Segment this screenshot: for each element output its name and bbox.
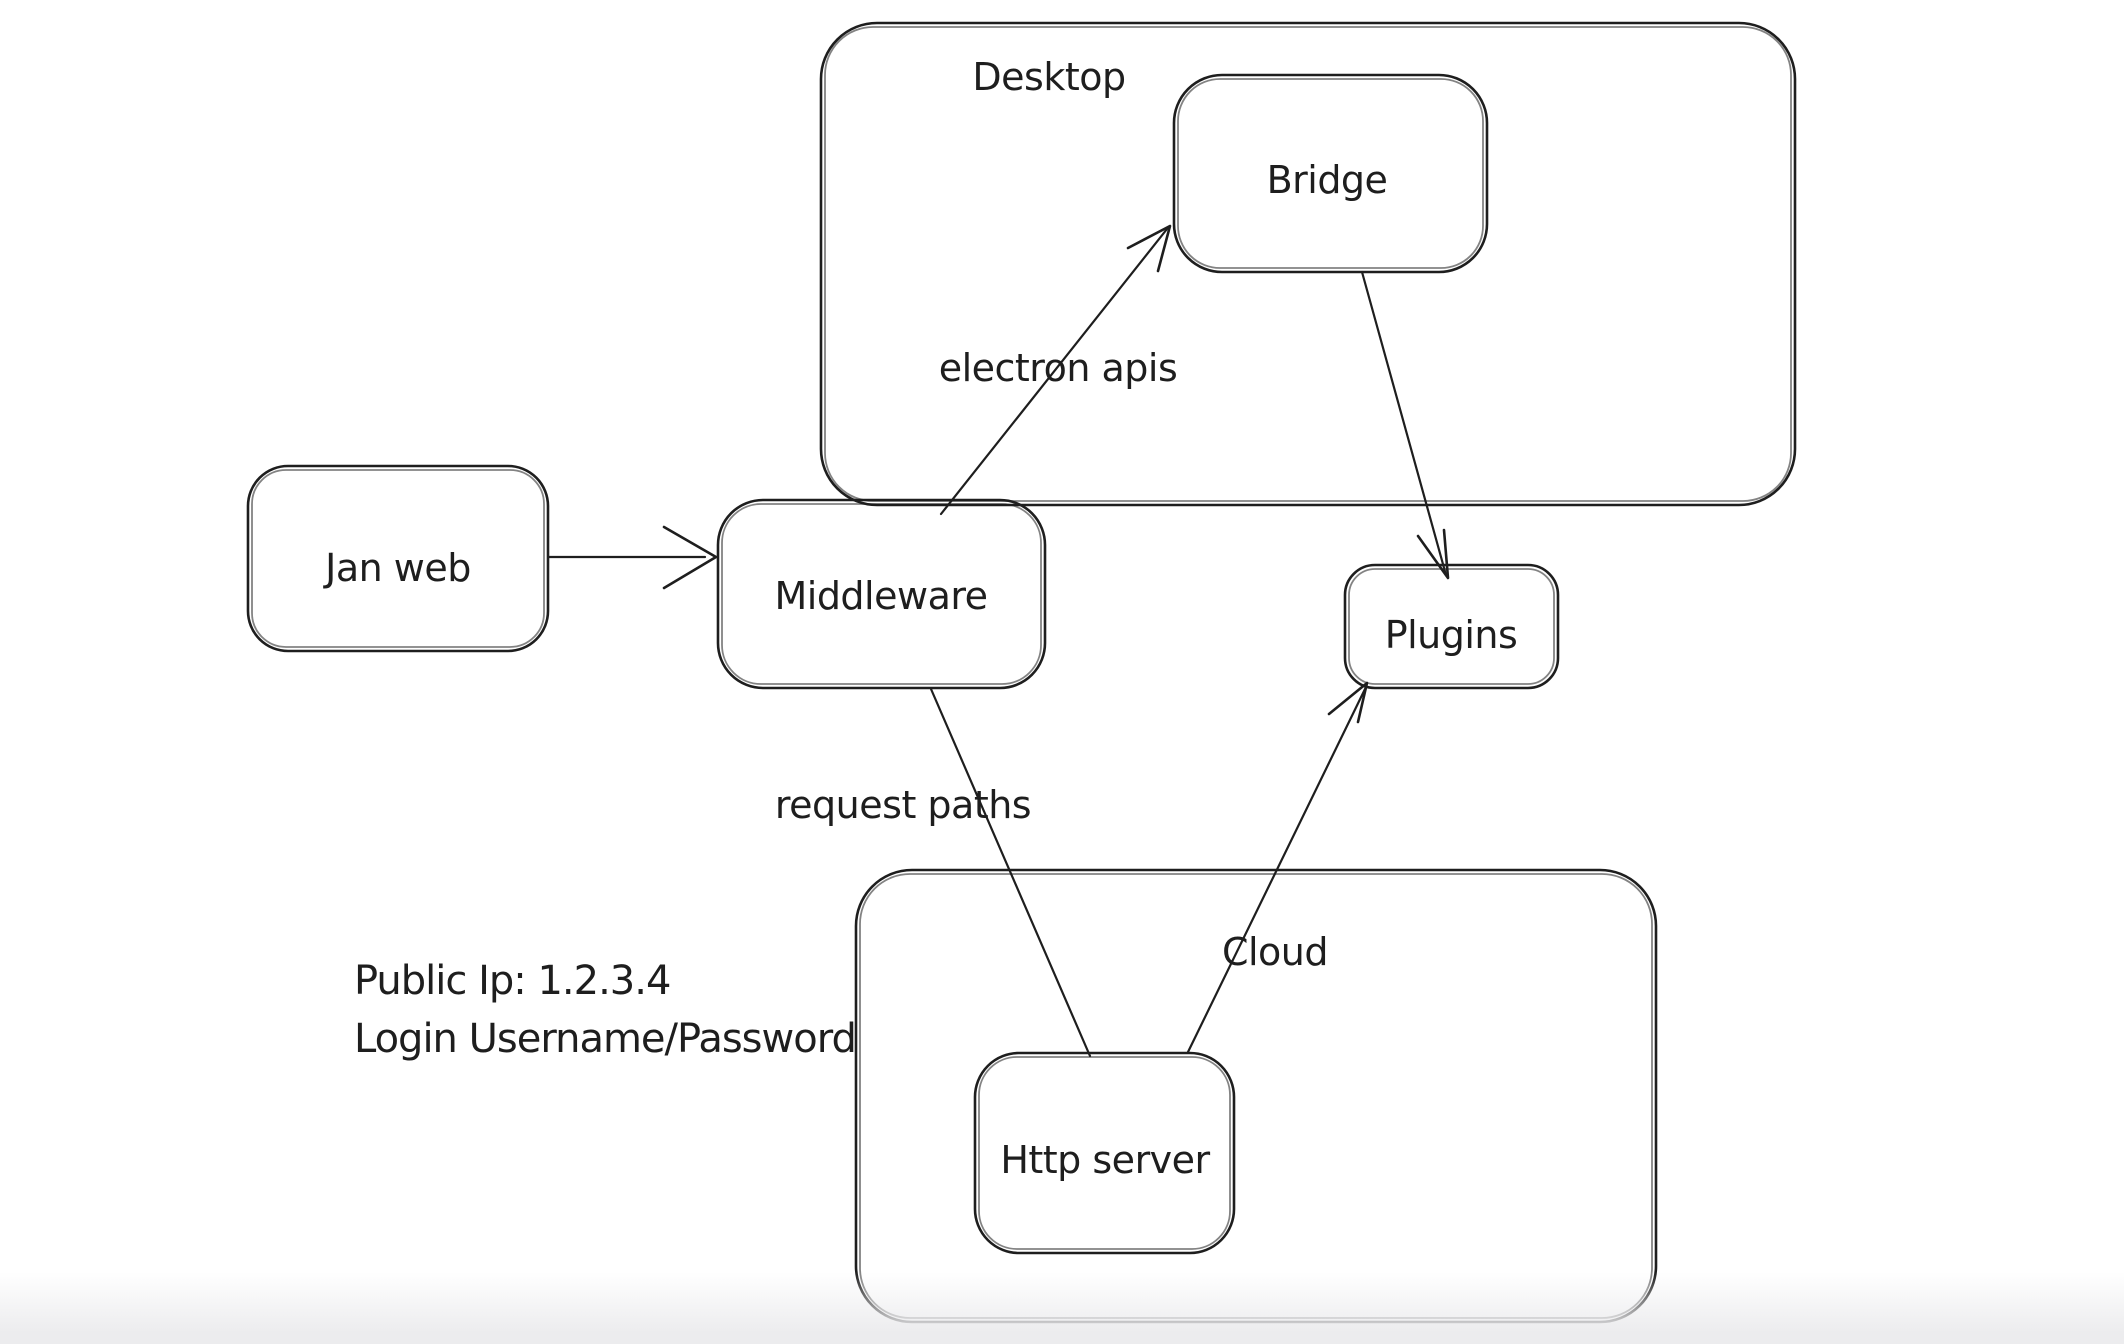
node-bridge: [1172, 73, 1489, 274]
plugins-box-sketch: [1348, 568, 1555, 685]
edge-middleware-to-bridge: [939, 224, 1172, 516]
edge-janweb-to-middleware: [547, 525, 718, 590]
middleware-label: Middleware: [774, 574, 987, 618]
jan-web-label: Jan web: [323, 546, 471, 590]
http-server-box-sketch: [978, 1056, 1231, 1250]
edge-electron-apis-shaft: [939, 227, 1169, 516]
plugins-box: [1343, 563, 1560, 690]
edge-label-request-paths: request paths: [775, 783, 1031, 827]
arrowhead-into-bridge: [1126, 224, 1172, 273]
cloud-container-label: Cloud: [1222, 930, 1328, 974]
node-plugins: [1343, 563, 1560, 690]
arrowhead-into-middleware: [662, 525, 718, 590]
container-desktop: [819, 21, 1797, 507]
bridge-box-sketch: [1177, 78, 1484, 269]
edge-bridge-to-plugins: [1360, 270, 1450, 580]
note-public-ip: Public Ip: 1.2.3.4: [354, 958, 670, 1004]
edge-httpserver-to-plugins: [1186, 681, 1369, 1054]
desktop-container-label: Desktop: [972, 55, 1125, 99]
desktop-container-box: [819, 21, 1797, 507]
bridge-label: Bridge: [1267, 158, 1388, 202]
http-server-label: Http server: [1000, 1138, 1210, 1182]
jan-web-box-sketch: [251, 469, 545, 648]
arrowhead-into-plugins-bottom: [1327, 681, 1369, 724]
node-jan-web: [246, 464, 550, 653]
http-server-box: [973, 1051, 1236, 1255]
middleware-box: [716, 498, 1047, 690]
desktop-container-box-sketch: [824, 26, 1792, 502]
edge-request-paths-shaft: [929, 687, 1092, 1058]
jan-web-box: [246, 464, 550, 653]
middleware-box-sketch: [721, 503, 1042, 685]
node-http-server: [973, 1051, 1236, 1255]
edge-bridge-plugins-shaft: [1360, 270, 1448, 577]
note-login: Login Username/Password: [354, 1016, 856, 1062]
edge-httpserver-plugins-shaft: [1186, 685, 1368, 1054]
plugins-label: Plugins: [1385, 613, 1518, 657]
bridge-box: [1172, 73, 1489, 274]
arrowhead-into-plugins-top: [1416, 528, 1450, 580]
edge-label-electron-apis: electron apis: [939, 346, 1178, 390]
edge-middleware-to-httpserver: [929, 687, 1092, 1058]
node-middleware: [716, 498, 1047, 690]
